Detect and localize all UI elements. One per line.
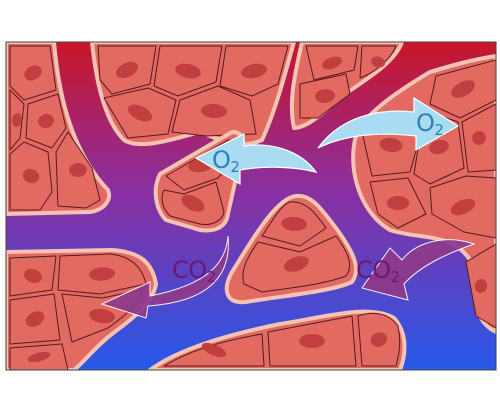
cell-nucleus — [11, 113, 23, 127]
cell-nucleus — [27, 351, 51, 363]
cell-nucleus — [24, 269, 42, 283]
cell-nucleus — [386, 195, 410, 211]
cell-nucleus — [127, 104, 153, 122]
cell-nucleus — [370, 56, 386, 68]
cell-nucleus — [379, 137, 403, 153]
cell-nucleus — [472, 131, 486, 145]
cell-nucleus — [451, 80, 475, 98]
cell-nucleus — [181, 194, 205, 212]
cell-nucleus — [25, 311, 45, 327]
cell-nucleus — [69, 162, 87, 178]
cell-nucleus — [175, 63, 201, 79]
cell-nucleus — [241, 63, 267, 79]
o2-arrow-right: O2 — [317, 96, 460, 152]
cell-nucleus — [201, 342, 227, 358]
cell-nucleus — [474, 279, 488, 293]
tissue-cluster-top-center — [90, 42, 296, 147]
cell-nucleus — [24, 65, 42, 81]
cell-nucleus — [283, 256, 309, 272]
cell-nucleus — [89, 308, 115, 324]
co2-label-right: CO2 — [356, 256, 400, 286]
cell-nucleus — [116, 61, 138, 79]
co2-label-left: CO2 — [172, 256, 216, 286]
cell-nucleus — [281, 216, 307, 231]
co2-arrow-left: CO2 — [100, 235, 229, 319]
cell-nucleus — [201, 103, 227, 119]
o2-arrow-left: O2 — [194, 133, 318, 186]
cell-nucleus — [315, 88, 335, 104]
diagram-frame — [5, 41, 497, 371]
cell-nucleus — [89, 267, 115, 281]
o2-label-left: O2 — [212, 146, 239, 176]
cell-nucleus — [450, 198, 476, 216]
cell-nucleus — [322, 56, 342, 70]
cell-nucleus — [299, 334, 325, 348]
cell-nucleus — [22, 168, 40, 184]
cell-nucleus — [370, 332, 388, 347]
cell-nuclei — [11, 56, 488, 363]
o2-label-right: O2 — [416, 109, 443, 139]
cell-nucleus — [429, 139, 449, 155]
co2-arrow-right: CO2 — [356, 239, 476, 301]
cell-nucleus — [38, 113, 54, 129]
